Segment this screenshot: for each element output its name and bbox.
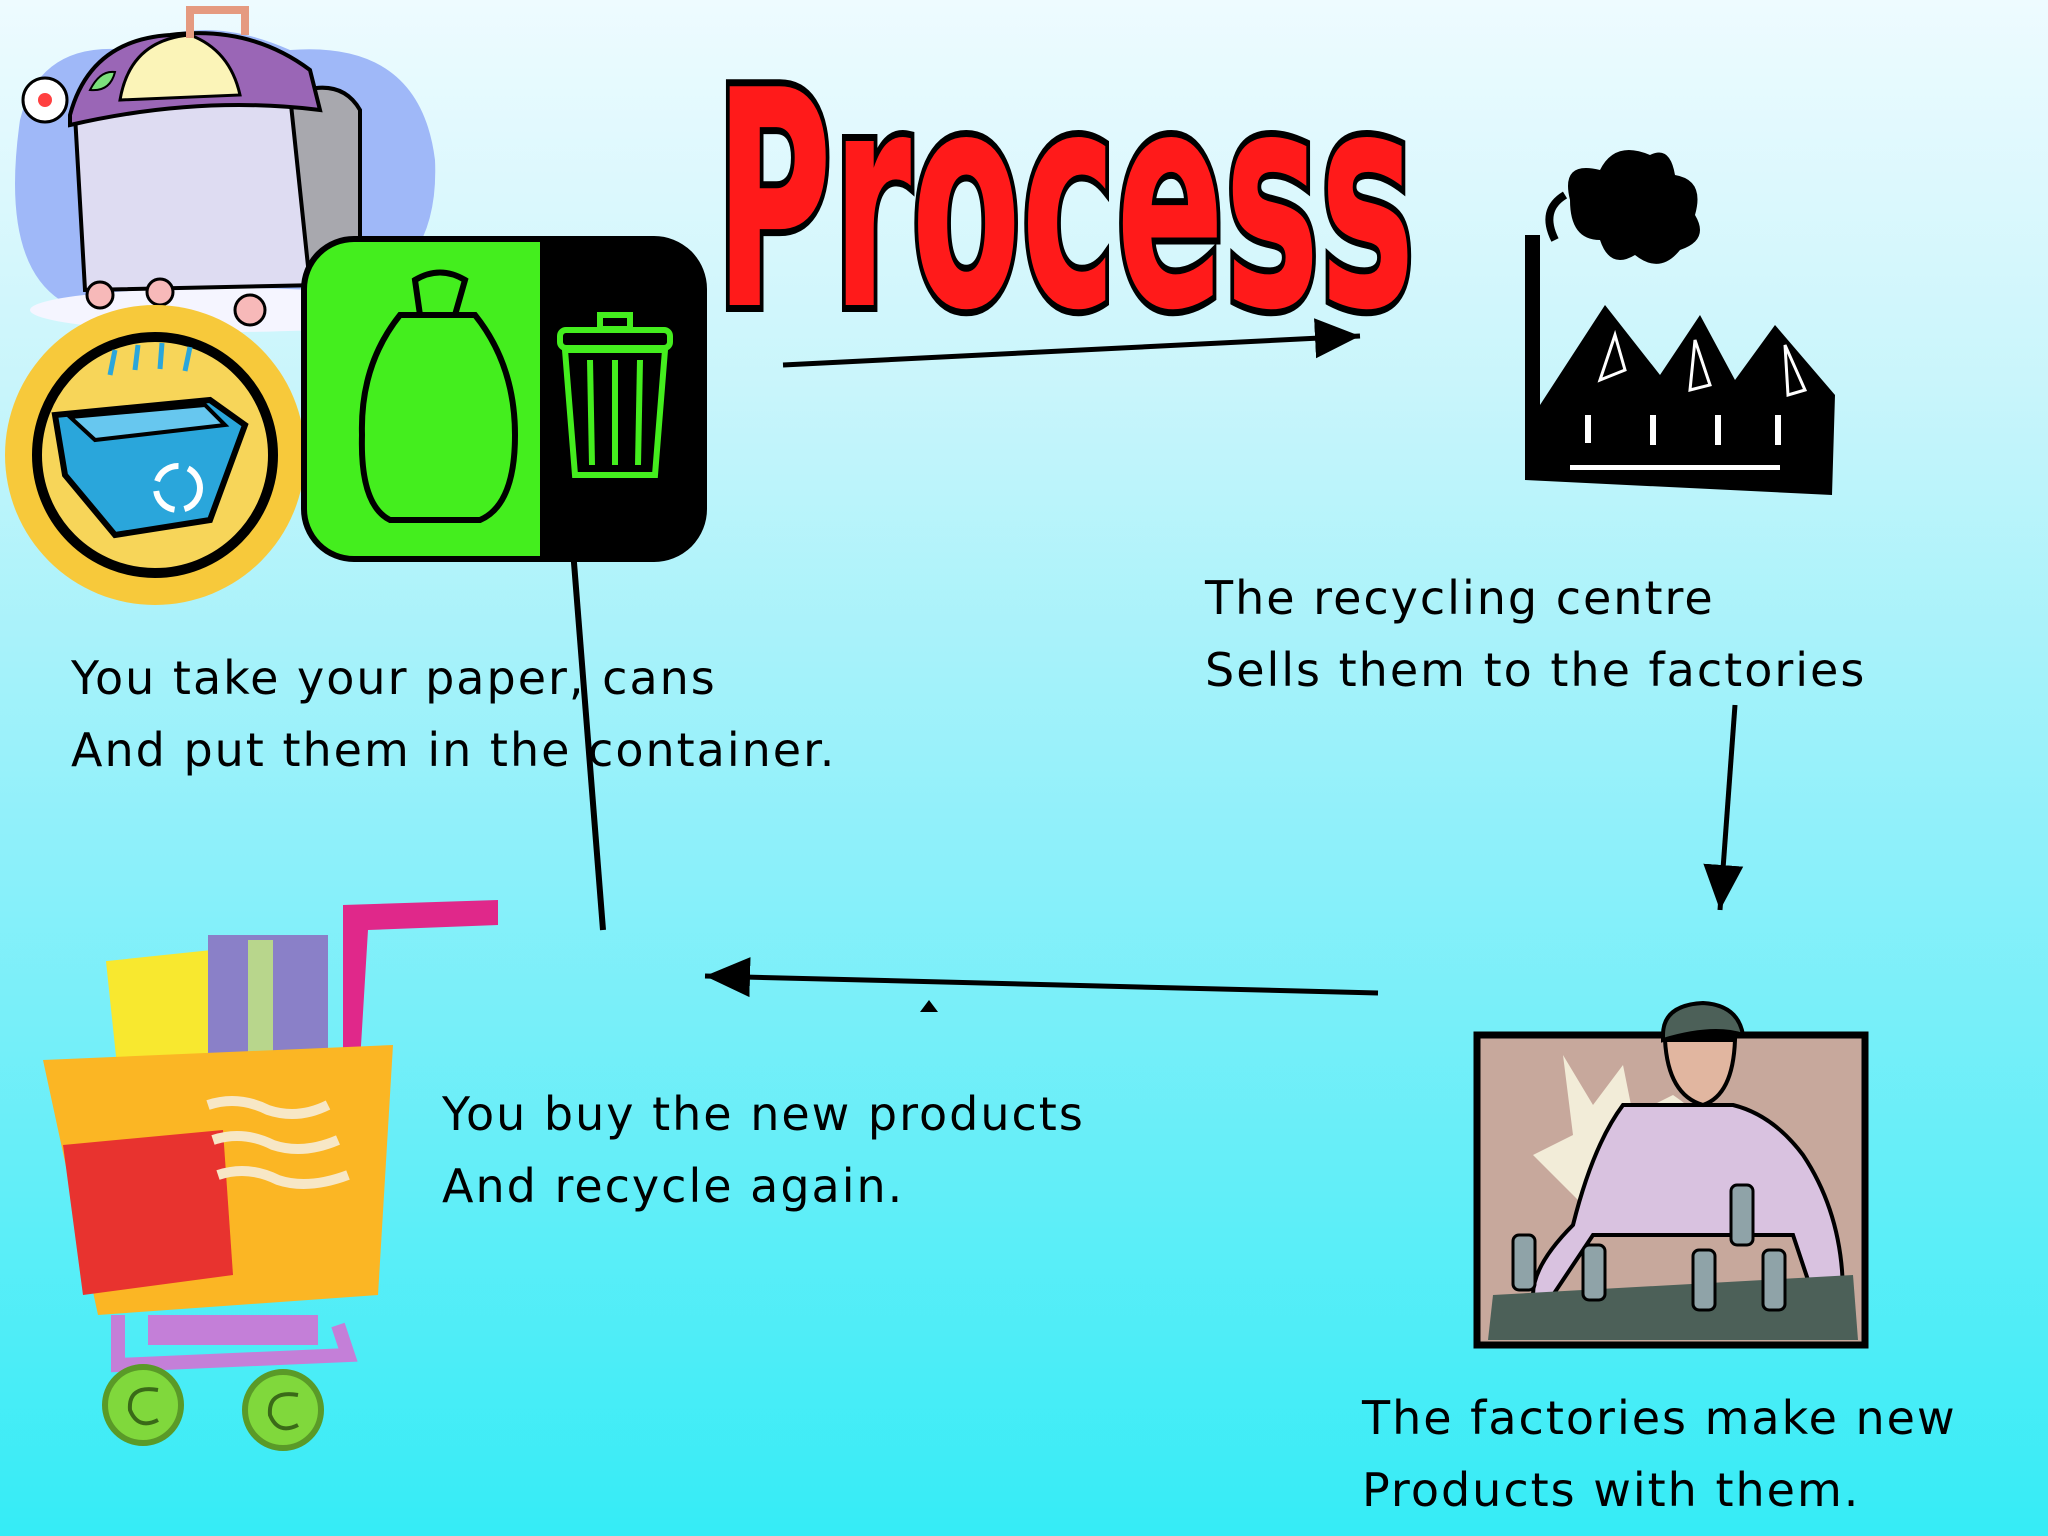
step-line: Products with them. [1362,1463,1861,1517]
step-buy-text: You buy the new products And recycle aga… [442,1078,1085,1222]
trash-can-icon [557,312,673,478]
recycling-bin-icon [5,305,305,605]
arrow-centre-to-factory [1703,704,1744,911]
recycle-sign [301,236,707,562]
step-line: And put them in the container. [71,723,837,777]
step-line: The factories make new [1362,1391,1957,1445]
page-title: Process [708,40,1422,360]
step-line: Sells them to the factories [1205,643,1867,697]
garbage-bag-icon [358,269,519,523]
shopping-cart-icon [43,900,498,1451]
step-centre-text: The recycling centre Sells them to the f… [1205,562,1866,706]
step-line: You buy the new products [442,1087,1085,1141]
step-line: You take your paper, cans [71,651,717,705]
arrow-container-to-centre [782,318,1361,368]
step-container-text: You take your paper, cans And put them i… [71,642,836,786]
worker-icon [1473,1000,1869,1349]
page-title-text: Process [715,40,1415,360]
arrow-factory-to-buy [704,957,1379,998]
step-line: And recycle again. [442,1159,905,1213]
factory-icon [1525,150,1835,495]
step-line: The recycling centre [1205,571,1715,625]
arrow-buy-to-container [570,549,606,931]
step-factory-text: The factories make new Products with the… [1362,1382,1957,1526]
arrow-marker-small [920,1000,938,1012]
